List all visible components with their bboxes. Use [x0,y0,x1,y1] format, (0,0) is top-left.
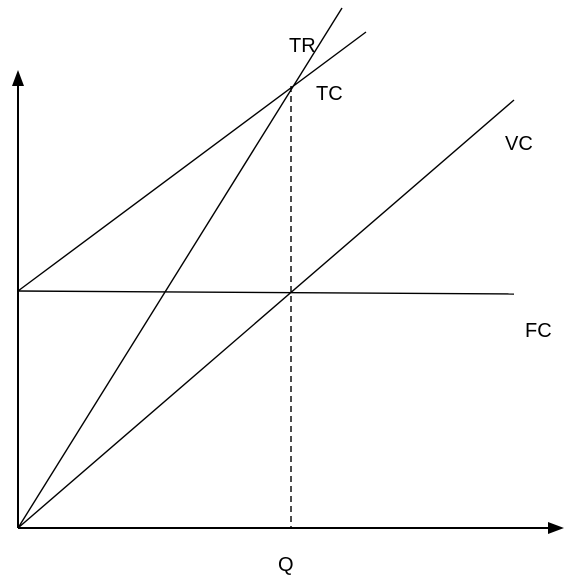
vc-label: VC [505,133,533,155]
tr-label: TR [289,35,316,57]
tc-line [17,31,367,292]
x-axis-arrow-icon [548,522,564,534]
y-axis-arrow-icon [12,70,24,86]
tc-label: TC [316,83,343,105]
q-label: Q [278,554,294,576]
tr-line [17,7,343,529]
fc-line [17,290,515,295]
fc-label: FC [525,320,552,342]
vc-line [17,99,515,529]
